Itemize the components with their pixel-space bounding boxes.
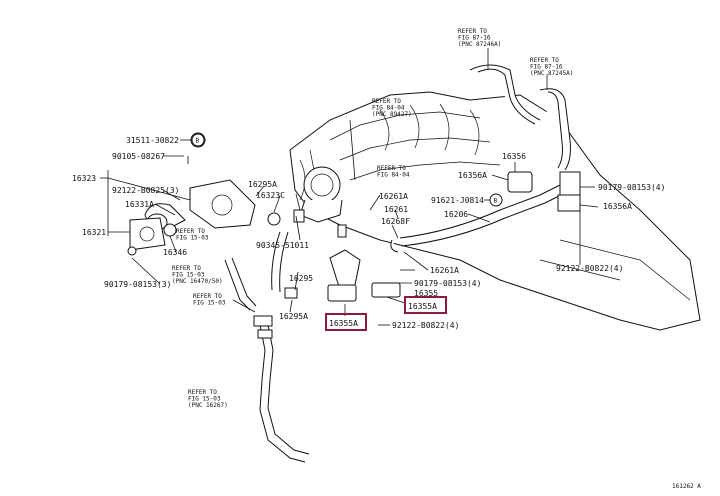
part-16206[interactable]: 16206 bbox=[444, 210, 468, 219]
part-91621-j0814[interactable]: 91621-J0814 bbox=[431, 196, 484, 205]
callout-b-right-letter: B bbox=[494, 198, 498, 205]
part-16355a-left[interactable]: 16355A bbox=[329, 319, 358, 328]
part-16295[interactable]: 16295 bbox=[289, 274, 313, 283]
part-92122-b0825[interactable]: 92122-B0825(3) bbox=[112, 186, 179, 195]
part-16323[interactable]: 16323 bbox=[72, 174, 96, 183]
part-90179-08153-4-right[interactable]: 90179-08153(4) bbox=[598, 183, 665, 192]
leader-lines bbox=[100, 48, 599, 326]
part-16261[interactable]: 16261 bbox=[384, 205, 408, 214]
part-16356a-left[interactable]: 16356A bbox=[458, 171, 487, 180]
part-16331a[interactable]: 16331A bbox=[125, 200, 154, 209]
part-16295a-bottom[interactable]: 16295A bbox=[279, 312, 308, 321]
hose-16295 bbox=[271, 209, 305, 299]
part-16268f[interactable]: 16268F bbox=[381, 217, 410, 226]
part-16321[interactable]: 16321 bbox=[82, 228, 106, 237]
part-90105-08267[interactable]: 90105-08267 bbox=[112, 152, 165, 161]
callout-b-right: B bbox=[489, 193, 503, 207]
callout-b-top: B bbox=[191, 133, 205, 147]
part-92122-b0822-center[interactable]: 92122-B0822(4) bbox=[392, 321, 459, 330]
highlight-16355a-right bbox=[404, 296, 447, 314]
part-16355[interactable]: 16355 bbox=[414, 289, 438, 298]
callout-b-top-letter: B bbox=[196, 138, 200, 145]
part-90179-08153-4-center[interactable]: 90179-08153(4) bbox=[414, 279, 481, 288]
part-90345-51011[interactable]: 90345-51011 bbox=[256, 241, 309, 250]
part-92122-b0822-right[interactable]: 92122-B0822(4) bbox=[556, 264, 623, 273]
part-16323c[interactable]: 16323C bbox=[256, 191, 285, 200]
part-16261a-bottom[interactable]: 16261A bbox=[430, 266, 459, 275]
bypass-hose bbox=[224, 257, 310, 463]
part-16356[interactable]: 16356 bbox=[502, 152, 526, 161]
part-31511-30822[interactable]: 31511-30822 bbox=[126, 136, 179, 145]
part-16356a-right[interactable]: 16356A bbox=[603, 202, 632, 211]
heater-hoses bbox=[469, 64, 571, 171]
water-outlet bbox=[327, 224, 401, 302]
highlight-16355a-left bbox=[325, 313, 367, 331]
part-16295a-top[interactable]: 16295A bbox=[248, 180, 277, 189]
part-16261a-top[interactable]: 16261A bbox=[379, 192, 408, 201]
part-16355a-right[interactable]: 16355A bbox=[408, 302, 437, 311]
throttle-body bbox=[299, 166, 343, 223]
part-16346[interactable]: 16346 bbox=[163, 248, 187, 257]
part-90179-08153-3[interactable]: 90179-08153(3) bbox=[104, 280, 171, 289]
figure-code: 161262 A bbox=[672, 483, 701, 490]
